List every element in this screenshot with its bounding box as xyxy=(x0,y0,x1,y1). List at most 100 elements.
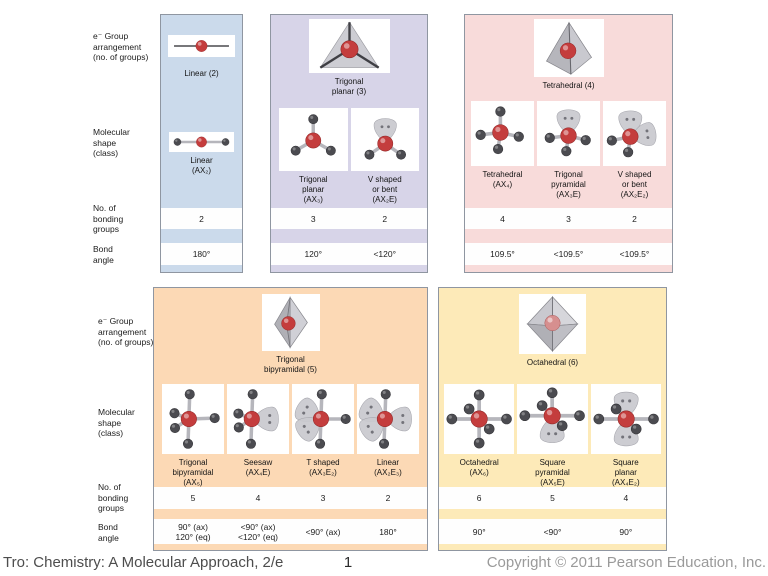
ax4e2-molecule-icon xyxy=(593,391,659,447)
bonding-count: 6 xyxy=(476,493,482,503)
bond-angle-value: <90° xyxy=(543,526,562,537)
panel-linear: Linear (2) Linear (AX₂) 2 180° xyxy=(160,14,243,273)
shape-formula: (AX₄E) xyxy=(245,468,271,477)
ax4-molecule-icon xyxy=(475,106,524,155)
molecule-figure-box xyxy=(350,108,419,171)
shape-cell: T shaped (AX₃E₂) xyxy=(292,384,354,488)
bond-angle-band: 180° xyxy=(161,243,242,265)
ax5e-molecule-icon xyxy=(519,387,586,443)
shape-label: V shaped or bent (AX₂E) xyxy=(368,175,402,205)
shape-cell: Square planar (AX₄E₂) xyxy=(590,384,661,488)
molecule-figure-box xyxy=(227,384,289,454)
shape-formula: (AX₄E₂) xyxy=(611,478,640,487)
molecule-figure-box xyxy=(162,384,224,454)
bond-angle-value: 180° xyxy=(379,526,397,537)
shapes-row: Tetrahedral (AX₄) Trigonal pyramidal (AX… xyxy=(465,101,672,200)
row-label-molecular-shape: Molecular shape (class) xyxy=(98,407,135,438)
footer-page-number: 1 xyxy=(343,554,353,571)
bonding-count: 2 xyxy=(199,213,204,224)
shape-formula: (AX₃) xyxy=(303,195,323,204)
bond-angle-value: <90° (ax) xyxy=(305,526,341,537)
arrangement-area: Linear (2) xyxy=(161,19,242,79)
shape-cell: Trigonal bipyramidal (AX₅) xyxy=(162,384,224,488)
octahedral-arrangement-icon xyxy=(526,296,579,352)
shape-label: V shaped or bent (AX₂E₂) xyxy=(618,170,652,200)
shape-formula: (AX₂) xyxy=(191,166,212,175)
bonding-groups-band: 6 5 4 xyxy=(439,487,666,509)
bonding-count: 5 xyxy=(190,493,196,503)
shape-label: T shaped (AX₃E₂) xyxy=(306,458,339,478)
bond-angle-value: 120° xyxy=(304,249,323,259)
row-label-bond-angle: Bond angle xyxy=(93,244,114,265)
bonding-groups-band: 2 xyxy=(161,208,242,229)
bond-angle-value: 109.5° xyxy=(490,249,515,259)
bonding-count: 3 xyxy=(320,493,326,503)
shape-formula: (AX₅) xyxy=(183,478,203,487)
panel-tetrahedral: Tetrahedral (4) Tetrahedral (AX₄) Trigon… xyxy=(464,14,673,273)
ax2e3-molecule-icon xyxy=(358,389,412,449)
bond-angle-band: 120° <120° xyxy=(271,243,427,265)
molecule-figure-box xyxy=(444,384,515,454)
shape-label: Square planar (AX₄E₂) xyxy=(612,458,640,488)
bond-angle-value: <109.5° xyxy=(553,249,584,259)
row-label-egroup-arrangement: e⁻ Group arrangement (no. of groups) xyxy=(98,316,154,347)
shape-name: Trigonal bipyramidal xyxy=(172,458,214,477)
molecule-figure-box xyxy=(292,384,354,454)
molecule-figure-box xyxy=(537,101,600,166)
bonding-count: 3 xyxy=(310,213,316,224)
arrangement-area: Trigonal bipyramidal (5) xyxy=(154,294,427,375)
row-label-bonding-groups: No. of bonding groups xyxy=(93,203,124,234)
shape-label: Linear (AX₂) xyxy=(190,156,212,176)
shape-label: Trigonal bipyramidal (AX₅) xyxy=(173,458,214,488)
bonding-groups-band: 4 3 2 xyxy=(465,208,672,229)
shape-name: Linear xyxy=(376,458,400,467)
tetrahedral-arrangement-icon xyxy=(545,21,592,75)
footer-copyright: Copyright © 2011 Pearson Education, Inc. xyxy=(486,554,766,571)
molecule-figure-box xyxy=(590,384,661,454)
bond-angle-value: 90° xyxy=(619,526,633,537)
shape-name: T shaped xyxy=(306,458,340,467)
arrangement-figure-box xyxy=(533,19,604,77)
ax2e-molecule-icon xyxy=(364,118,406,160)
shape-label: Trigonal planar (AX₃) xyxy=(299,175,328,205)
molecule-figure-box xyxy=(357,384,419,454)
row-label-molecular-shape: Molecular shape (class) xyxy=(93,127,130,158)
shape-cell: V shaped or bent (AX₂E) xyxy=(350,108,419,205)
shape-label: Trigonal pyramidal (AX₃E) xyxy=(551,170,586,200)
ax4e-molecule-icon xyxy=(233,389,279,449)
shape-cell: Linear (AX₂) xyxy=(169,132,234,176)
row-label-bond-angle: Bond angle xyxy=(98,522,119,543)
molecule-figure-box xyxy=(169,132,234,152)
shape-formula: (AX₂E₂) xyxy=(620,190,649,199)
shape-formula: (AX₂E₃) xyxy=(374,468,402,477)
bond-angle-value: 90° (ax) 120° (eq) xyxy=(175,521,211,542)
ax3e-molecule-icon xyxy=(544,109,591,157)
arrangement-figure-box xyxy=(168,35,235,57)
shape-name: Square pyramidal xyxy=(535,458,570,477)
panel-trigonal-bipyramidal: Trigonal bipyramidal (5) Trigonal bipyra… xyxy=(153,287,428,551)
shape-name: Linear xyxy=(190,156,213,165)
row-label-bonding-groups: No. of bonding groups xyxy=(98,482,129,513)
ax6-molecule-icon xyxy=(446,389,512,449)
shape-cell: Trigonal planar (AX₃) xyxy=(279,108,348,205)
bond-angle-band: 90° <90° 90° xyxy=(439,519,666,544)
ax2e2-molecule-icon xyxy=(606,110,657,158)
shape-label: Square pyramidal (AX₅E) xyxy=(535,458,570,488)
shape-name: Square planar xyxy=(612,458,639,477)
arrangement-figure-box xyxy=(261,294,320,351)
shape-cell: Square pyramidal (AX₅E) xyxy=(517,384,588,488)
bond-angle-value: 180° xyxy=(192,249,211,259)
shape-formula: (AX₆) xyxy=(469,468,489,477)
shape-cell: Octahedral (AX₆) xyxy=(444,384,515,488)
molecule-figure-box xyxy=(603,101,666,166)
molecule-figure-box xyxy=(517,384,588,454)
shapes-row: Trigonal bipyramidal (AX₅) Seesaw (AX₄E) xyxy=(154,384,427,488)
shapes-row: Linear (AX₂) xyxy=(161,132,242,176)
bonding-groups-band: 3 2 xyxy=(271,208,427,229)
panel-trigonal-planar: Trigonal planar (3) Trigonal planar (AX₃… xyxy=(270,14,428,273)
arrangement-area: Trigonal planar (3) xyxy=(271,19,427,97)
arrangement-figure-box xyxy=(519,294,586,354)
shape-formula: (AX₂E) xyxy=(372,195,397,204)
shape-cell: Trigonal pyramidal (AX₃E) xyxy=(537,101,600,200)
